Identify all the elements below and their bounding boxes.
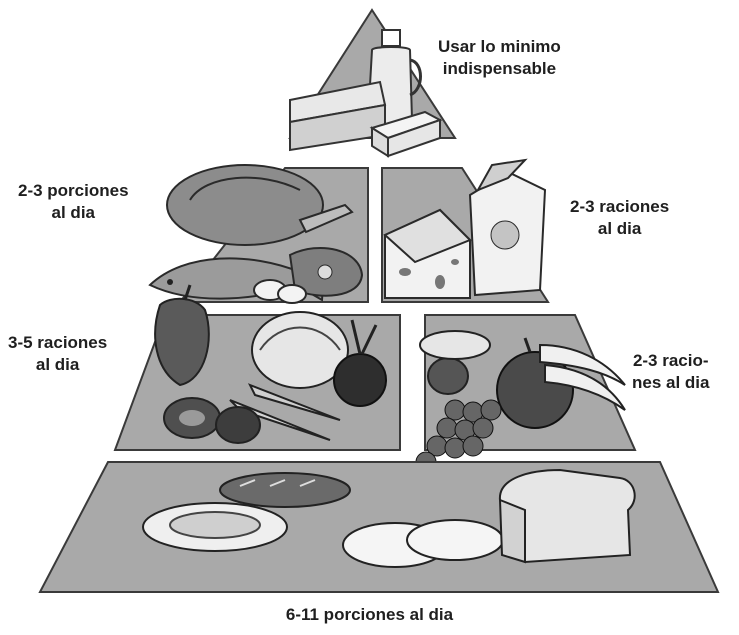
label-vegetables-line2: al dia [8,354,107,376]
label-vegetables: 3-5 raciones al dia [8,332,107,376]
bread-loaf-icon [500,470,635,562]
tier-grains [40,462,718,592]
label-dairy-line2: al dia [570,218,669,240]
tier-meat [150,165,368,303]
label-meat-line1: 2-3 porciones [18,180,129,202]
cake-slice-icon [290,82,385,150]
tier-fruit [416,315,635,472]
label-fruit-line1: 2-3 racio- [632,350,709,372]
bread-baguette-icon [220,473,350,507]
label-grains-text: 6-11 porciones al dia [0,604,739,626]
label-top-line1: Usar lo minimo [438,36,561,58]
label-meat-line2: al dia [18,202,129,224]
label-dairy: 2-3 raciones al dia [570,196,669,240]
milk-carton-icon [470,160,545,295]
label-grains: 6-11 porciones al dia [0,604,739,626]
label-fruit: 2-3 racio- nes al dia [632,350,709,394]
pasta-plate-icon [143,503,287,551]
label-top-line2: indispensable [438,58,561,80]
tier-top [290,10,455,156]
tier-dairy [382,160,548,302]
label-fruit-line2: nes al dia [632,372,709,394]
tier-vegetables [115,285,400,450]
label-vegetables-line1: 3-5 raciones [8,332,107,354]
label-meat: 2-3 porciones al dia [18,180,129,224]
label-top: Usar lo minimo indispensable [438,36,561,80]
label-dairy-line1: 2-3 raciones [570,196,669,218]
